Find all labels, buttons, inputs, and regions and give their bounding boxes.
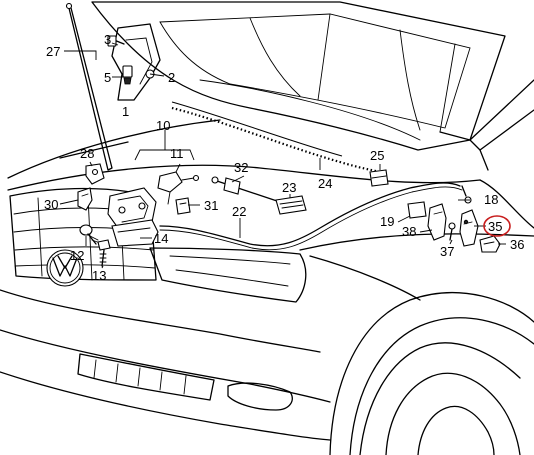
lever-handle-36 xyxy=(479,235,501,253)
hood-seal-strip xyxy=(171,101,381,174)
raised-hood xyxy=(91,1,506,151)
callout-32: 32 xyxy=(234,160,248,175)
leader-lines xyxy=(59,42,506,269)
release-cable xyxy=(159,182,463,251)
callout-28: 28 xyxy=(80,146,94,161)
hood-hinge xyxy=(107,23,161,101)
callout-18: 18 xyxy=(484,192,498,207)
callout-10: 10 xyxy=(156,118,170,133)
clip-19 xyxy=(407,201,427,219)
callout-19: 19 xyxy=(380,214,394,229)
clip-28 xyxy=(85,163,105,185)
callout-25: 25 xyxy=(370,148,384,163)
callout-30: 30 xyxy=(44,197,58,212)
bracket-38 xyxy=(427,203,447,241)
release-lever-35 xyxy=(459,209,479,247)
vehicle-body xyxy=(0,79,534,455)
callout-23: 23 xyxy=(282,180,296,195)
callout-22: 22 xyxy=(232,204,246,219)
vw-logo xyxy=(46,249,84,287)
callout-1: 1 xyxy=(122,104,129,119)
callout-labels: 27 3 5 2 1 10 11 28 30 31 32 23 22 24 25… xyxy=(44,32,524,283)
callout-24: 24 xyxy=(318,176,332,191)
callout-13: 13 xyxy=(92,268,106,283)
bolt-13 xyxy=(97,239,111,267)
callout-2: 2 xyxy=(168,70,175,85)
screw-37 xyxy=(448,222,456,241)
clip-31 xyxy=(175,197,191,215)
hood-lock xyxy=(107,187,157,229)
cover-23 xyxy=(275,195,307,215)
callout-11: 11 xyxy=(170,146,184,161)
callout-27: 27 xyxy=(46,44,60,59)
highlight-ring-35 xyxy=(483,215,511,237)
hood-contact-switch xyxy=(157,171,200,205)
bolt-12 xyxy=(79,224,101,245)
callout-31: 31 xyxy=(204,198,218,213)
bracket-30 xyxy=(77,187,93,211)
cable-tie-32 xyxy=(211,176,281,203)
callout-3: 3 xyxy=(104,32,111,47)
callout-38: 38 xyxy=(402,224,416,239)
callout-5: 5 xyxy=(104,70,111,85)
callout-14: 14 xyxy=(154,231,168,246)
clip-25 xyxy=(369,169,389,187)
callout-35[interactable]: 35 xyxy=(488,219,502,234)
callout-36: 36 xyxy=(510,237,524,252)
hood-prop-rod xyxy=(65,2,113,171)
callout-37: 37 xyxy=(440,244,454,259)
callout-12: 12 xyxy=(70,248,84,263)
lock-carrier xyxy=(111,219,159,247)
